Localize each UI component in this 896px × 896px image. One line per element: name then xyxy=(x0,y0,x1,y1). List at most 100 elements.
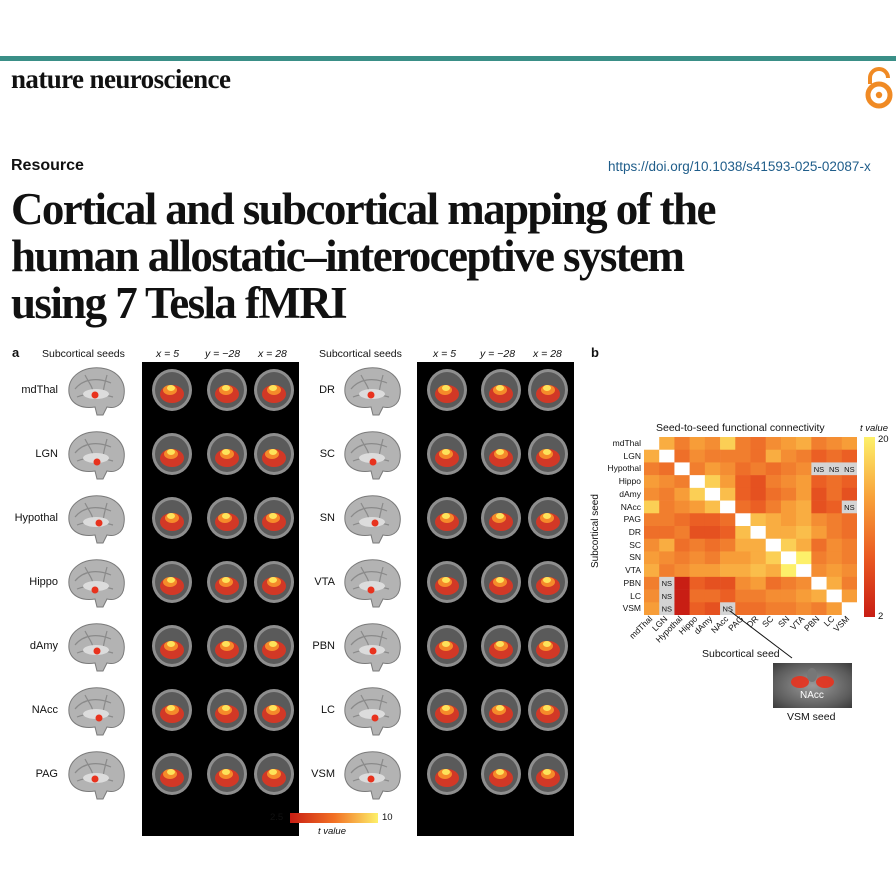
heatmap-cell xyxy=(689,437,706,451)
activation-slice-vta-x28 xyxy=(528,561,568,603)
activation-slice-mdthal-x5 xyxy=(152,369,192,411)
activation-slice-mdthal-x28 xyxy=(254,369,294,411)
heatmap-cell xyxy=(811,437,827,451)
brain-thumbnail-vta xyxy=(344,559,401,608)
heatmap-row-label: VSM xyxy=(622,603,641,614)
heatmap-cell xyxy=(735,564,751,578)
heatmap-cell xyxy=(811,487,827,501)
heatmap-cell xyxy=(659,500,675,514)
heatmap-cell xyxy=(750,526,767,540)
ns-label: NS xyxy=(844,465,854,474)
activation-slice-vsm-x28 xyxy=(528,753,568,795)
heatmap-cell xyxy=(841,602,857,615)
heatmap-cell xyxy=(704,576,721,590)
activation-slice-vsm-y28 xyxy=(481,753,521,795)
heatmap-cell xyxy=(720,500,736,514)
activation-slice-lc-x28 xyxy=(528,689,568,731)
heatmap-cell xyxy=(735,602,751,615)
heatmap-cell xyxy=(811,462,827,476)
open-access-icon[interactable] xyxy=(862,66,896,110)
heatmap-cell xyxy=(765,564,782,578)
heatmap-cell xyxy=(841,564,857,578)
heatmap-cell xyxy=(750,564,767,578)
heatmap-cell xyxy=(720,475,736,489)
heatmap-cell xyxy=(780,564,797,578)
heatmap-cell xyxy=(841,538,857,552)
heatmap-cell xyxy=(765,449,782,463)
vsm-inset-image: NAcc xyxy=(773,663,852,708)
heatmap-cell xyxy=(689,500,706,514)
brain-thumbnail-pag xyxy=(68,751,125,800)
journal-name[interactable]: nature neuroscience xyxy=(11,64,231,94)
brain-thumbnail-mdthal xyxy=(68,367,125,416)
seed-label-hypothal: Hypothal xyxy=(14,512,58,524)
heatmap-cell xyxy=(765,589,782,603)
heatmap-cell xyxy=(704,526,721,540)
seed-label-pbn: PBN xyxy=(312,640,335,652)
heatmap-cell xyxy=(841,526,857,540)
heatmap-row-label: LGN xyxy=(623,450,641,461)
heatmap-cell xyxy=(720,462,736,476)
heatmap-cell xyxy=(720,437,736,451)
heatmap-cell xyxy=(826,564,843,578)
activation-slice-pbn-y28 xyxy=(481,625,521,667)
heatmap-cell xyxy=(841,475,857,489)
heatmap-cell xyxy=(796,475,812,489)
activation-slice-hypothal-x28 xyxy=(254,497,294,539)
heatmap-cell xyxy=(841,576,857,590)
vsm-inset-label: NAcc xyxy=(800,690,824,701)
panel-b-label: b xyxy=(591,345,599,360)
heatmap-cell xyxy=(826,487,843,501)
heatmap-cell xyxy=(704,602,721,615)
left-col-x5: x = 5 xyxy=(156,348,180,360)
heatmap-cell xyxy=(720,487,736,501)
heatmap-colorbar-min: 2 xyxy=(878,611,884,622)
heatmap-cell xyxy=(704,437,721,451)
heatmap-cell xyxy=(750,475,767,489)
heatmap-cell xyxy=(689,475,706,489)
heatmap-row-label: DR xyxy=(628,527,641,537)
colorbar-a-min: 2.5 xyxy=(270,812,284,823)
right-col-y28: y = −28 xyxy=(480,348,516,360)
activation-slice-nacc-y28 xyxy=(207,689,247,731)
ns-label: NS xyxy=(814,465,824,474)
heatmap-row-label: VTA xyxy=(625,565,641,576)
heatmap-cell xyxy=(735,487,751,501)
heatmap-cell xyxy=(765,576,782,590)
heatmap-row-label: Hypothal xyxy=(607,463,641,474)
activation-slice-pbn-x5 xyxy=(427,625,467,667)
heatmap-cell xyxy=(796,462,812,476)
heatmap-cell xyxy=(644,551,660,565)
heatmap-row-label: LC xyxy=(630,590,641,601)
heatmap-cell xyxy=(704,551,721,565)
seed-label-nacc: NAcc xyxy=(31,704,58,716)
heatmap-cell xyxy=(689,462,706,476)
ns-label: NS xyxy=(662,579,672,588)
heatmap-cell xyxy=(780,487,797,501)
activation-slice-hypothal-y28 xyxy=(207,497,247,539)
heatmap-row-label: dAmy xyxy=(619,488,641,499)
activation-slice-pag-y28 xyxy=(207,753,247,795)
activation-slice-dr-y28 xyxy=(481,369,521,411)
heatmap-cell xyxy=(644,538,660,552)
seed-label-lgn: LGN xyxy=(35,448,58,460)
heatmap-cell xyxy=(674,487,690,501)
seed-label-damy: dAmy xyxy=(29,640,58,652)
heatmap-cell xyxy=(780,513,797,527)
heatmap-cell xyxy=(750,437,767,451)
heatmap-cell xyxy=(765,500,782,514)
heatmap-cell xyxy=(796,526,812,540)
activation-slice-lc-x5 xyxy=(427,689,467,731)
heatmap-cell xyxy=(796,551,812,565)
brain-thumbnail-dr xyxy=(344,367,401,416)
doi-link[interactable]: https://doi.org/10.1038/s41593-025-02087… xyxy=(608,159,871,174)
activation-slice-sc-x28 xyxy=(528,433,568,475)
heatmap-cell xyxy=(659,475,675,489)
heatmap-cell xyxy=(796,437,812,451)
seed-label-vta: VTA xyxy=(314,576,335,588)
heatmap-cell xyxy=(780,526,797,540)
heatmap-cell xyxy=(811,475,827,489)
heatmap-row-label: SN xyxy=(629,552,641,563)
heatmap-cell xyxy=(826,462,843,476)
heatmap-cell xyxy=(689,589,706,603)
